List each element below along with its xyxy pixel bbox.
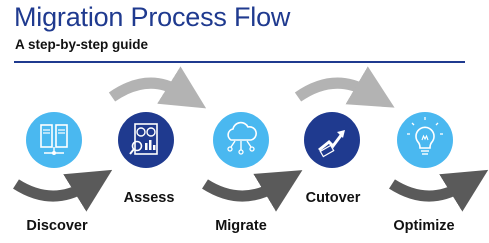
step-cutover-circle — [304, 112, 360, 168]
header-divider — [14, 61, 465, 63]
document-analysis-icon — [129, 123, 158, 155]
arrow-assess-to-migrate — [108, 66, 207, 109]
step-label-cutover: Cutover — [305, 190, 361, 206]
arrow-optimize-out — [389, 169, 489, 212]
cloud-network-icon — [227, 121, 257, 155]
arrow-migrate-to-cutover — [202, 170, 303, 212]
step-migrate-circle — [213, 112, 269, 168]
arrow-cutover-to-optimize — [294, 66, 395, 108]
step-optimize-circle — [397, 112, 453, 168]
page-subtitle: A step-by-step guide — [15, 37, 149, 52]
server-stack-icon — [40, 124, 68, 155]
arrow-discover-to-assess — [13, 169, 113, 212]
step-label-discover: Discover — [26, 218, 88, 234]
step-label-migrate: Migrate — [215, 218, 267, 234]
page-title: Migration Process Flow — [14, 2, 291, 32]
step-assess-circle — [118, 112, 174, 168]
step-discover-circle — [26, 112, 82, 168]
step-label-optimize: Optimize — [393, 218, 455, 234]
lightbulb-icon — [407, 117, 443, 155]
step-label-assess: Assess — [123, 190, 175, 206]
growth-arrow-icon — [318, 130, 345, 158]
